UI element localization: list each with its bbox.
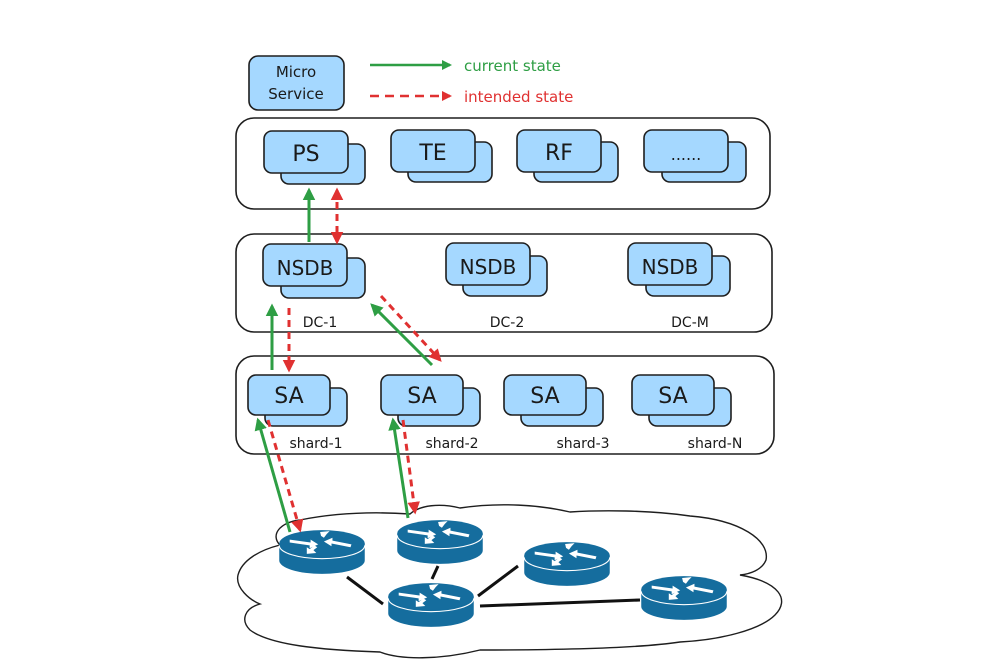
services-container <box>235 117 771 210</box>
cloud-outline <box>236 504 783 659</box>
service-node-ps: PS <box>263 130 366 185</box>
link-router1-router3 <box>346 575 384 606</box>
link-router3-router4 <box>477 564 519 598</box>
service-label: RF <box>545 141 573 166</box>
nsdb-node-dc1: NSDB <box>262 243 366 299</box>
dc-label: DC-2 <box>490 315 525 331</box>
nsdb-node-dc2: NSDB <box>445 242 548 297</box>
service-label: PS <box>292 142 319 167</box>
sa-node-shardn: SA <box>631 374 732 427</box>
legend-node-label-line2: Service <box>268 85 323 103</box>
datacenter-layer: NSDB DC-1 NSDB DC-2 NSDB DC-M <box>235 233 773 333</box>
service-node-more: ...... <box>643 129 747 183</box>
legend-current-label: current state <box>464 57 561 75</box>
sa-label: SA <box>530 384 559 409</box>
shard-label: shard-3 <box>556 436 609 452</box>
link-router2-router3 <box>430 565 440 580</box>
nsdb-label: NSDB <box>277 256 334 280</box>
current-state-arrow <box>370 303 434 367</box>
shard-label: shard-N <box>688 436 743 452</box>
legend-microservice-node <box>248 55 345 111</box>
router-icon <box>396 519 484 565</box>
current-state-arrow <box>388 417 410 519</box>
service-node-te: TE <box>390 129 493 183</box>
intended-state-arrow <box>401 419 420 515</box>
nsdb-node-dcm: NSDB <box>627 242 731 297</box>
shards-layer: SA shard-1 SA shard-2 SA shard-3 SA shar… <box>235 355 775 455</box>
current-state-arrow <box>254 417 292 533</box>
flow-arrows <box>254 187 442 533</box>
dc-label: DC-1 <box>303 315 338 331</box>
dc-label: DC-M <box>671 315 709 331</box>
network-cloud <box>236 504 783 659</box>
service-label: TE <box>418 141 446 166</box>
link-router3-router5 <box>479 598 641 608</box>
router-icon <box>523 541 611 587</box>
services-layer: PS TE RF ...... <box>235 117 771 210</box>
shard-label: shard-1 <box>289 436 342 452</box>
legend: Micro Service current state intended sta… <box>248 55 573 111</box>
router-icon <box>278 529 366 575</box>
sa-node-shard1: SA <box>247 374 348 427</box>
shard-label: shard-2 <box>425 436 478 452</box>
intended-state-arrow <box>379 294 442 362</box>
service-label: ...... <box>671 145 702 164</box>
sa-label: SA <box>407 384 436 409</box>
sa-label: SA <box>658 384 687 409</box>
nsdb-label: NSDB <box>642 255 699 279</box>
router-icon <box>387 582 475 628</box>
router-icon <box>640 575 728 621</box>
sa-node-shard2: SA <box>380 374 481 427</box>
sa-node-shard3: SA <box>503 374 604 427</box>
sa-label: SA <box>274 384 303 409</box>
legend-intended-label: intended state <box>464 88 573 106</box>
service-node-rf: RF <box>516 129 619 183</box>
nsdb-label: NSDB <box>460 255 517 279</box>
legend-node-label-line1: Micro <box>276 63 316 81</box>
